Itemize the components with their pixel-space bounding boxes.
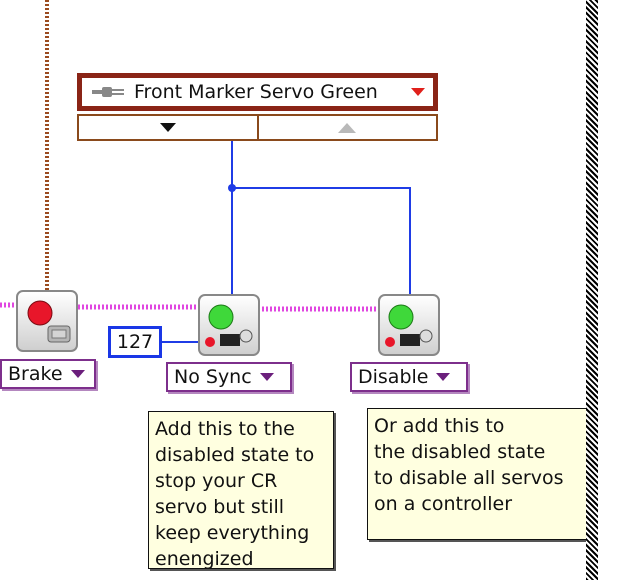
disable-mode-label: Disable bbox=[358, 366, 429, 388]
decrement-button[interactable] bbox=[79, 116, 257, 139]
typedef-control[interactable]: Front Marker Servo Green bbox=[77, 73, 438, 111]
comment-line: on a controller bbox=[374, 493, 513, 515]
chevron-down-icon bbox=[259, 373, 274, 381]
down-arrow-icon bbox=[159, 123, 176, 132]
disable-mode-selector[interactable]: Disable bbox=[350, 362, 468, 392]
brake-mode-label: Brake bbox=[8, 363, 63, 385]
chevron-down-icon bbox=[436, 373, 451, 381]
comment-line: stop your CR bbox=[155, 470, 278, 492]
wire-junction-dot bbox=[228, 184, 236, 192]
typedef-label: Front Marker Servo Green bbox=[134, 81, 378, 103]
no-sync-mode-label: No Sync bbox=[174, 366, 252, 388]
comment-line: to disable all servos bbox=[374, 467, 564, 489]
no-sync-vi-icon[interactable] bbox=[198, 294, 260, 356]
servo-disable-icon bbox=[385, 304, 433, 347]
comment-line: servo but still bbox=[155, 496, 285, 518]
disable-vi-icon[interactable] bbox=[378, 294, 440, 356]
comment-line: keep everything bbox=[155, 522, 310, 544]
typedef-button-row bbox=[77, 114, 438, 141]
comment-line: enengized bbox=[155, 548, 254, 570]
up-arrow-icon bbox=[338, 122, 357, 133]
increment-button[interactable] bbox=[256, 116, 437, 139]
comment-line: disabled state to bbox=[155, 444, 315, 466]
structure-border bbox=[586, 0, 598, 580]
constant-value: 127 bbox=[116, 331, 154, 353]
chevron-down-icon bbox=[70, 370, 85, 378]
comment-disable: Or add this to the disabled state to dis… bbox=[367, 408, 587, 540]
brake-mode-selector[interactable]: Brake bbox=[0, 359, 96, 389]
dropdown-arrow-icon[interactable] bbox=[411, 88, 425, 96]
brake-vi-icon[interactable] bbox=[16, 290, 78, 352]
typedef-inner: Front Marker Servo Green bbox=[82, 78, 433, 106]
comment-no-sync: Add this to the disabled state to stop y… bbox=[148, 411, 334, 570]
comment-line: Add this to the bbox=[155, 418, 295, 440]
comment-line: the disabled state bbox=[374, 441, 546, 463]
connector-icon bbox=[92, 87, 124, 97]
servo-green-icon bbox=[205, 304, 253, 347]
no-sync-mode-selector[interactable]: No Sync bbox=[166, 362, 292, 392]
numeric-constant[interactable]: 127 bbox=[108, 326, 162, 358]
blue-wire-to-disable bbox=[232, 187, 411, 296]
brake-motor-icon bbox=[27, 300, 71, 343]
comment-line: Or add this to bbox=[374, 415, 505, 437]
